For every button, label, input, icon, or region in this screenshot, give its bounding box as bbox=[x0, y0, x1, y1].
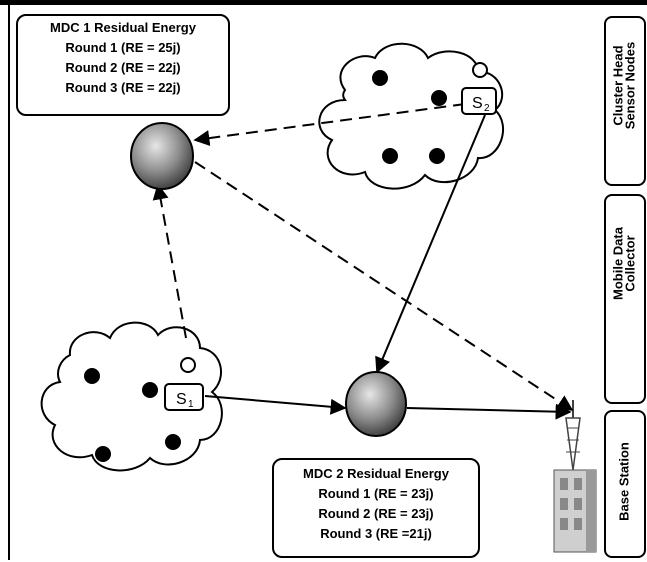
cluster-cloud-bottom bbox=[40, 321, 223, 472]
s1-subscript: 1 bbox=[188, 399, 194, 410]
mdc1-energy-box: MDC 1 Residual Energy Round 1 (RE = 25j)… bbox=[16, 14, 230, 116]
legend-mobile-collector-box: Mobile Data Collector bbox=[604, 194, 646, 404]
mdc2-title: MDC 2 Residual Energy bbox=[303, 466, 449, 481]
solid-mdc2-to-base bbox=[406, 403, 572, 420]
legend-base-station-box: Base Station bbox=[604, 410, 646, 558]
mdc2-energy-box: MDC 2 Residual Energy Round 1 (RE = 23j)… bbox=[272, 458, 480, 558]
legend-nodes-box: Cluster Head Sensor Nodes bbox=[604, 16, 646, 186]
cluster-cloud-top bbox=[318, 42, 504, 190]
cluster-head-node bbox=[180, 357, 196, 373]
solid-s1-to-mdc2 bbox=[204, 395, 347, 415]
legend-sensor-nodes-label: Sensor Nodes bbox=[622, 41, 638, 130]
sensor-node bbox=[429, 148, 445, 164]
mdc2-round-1: Round 1 (RE = 23j) bbox=[318, 486, 434, 501]
sensor-node bbox=[382, 148, 398, 164]
mdc1-collector bbox=[130, 122, 194, 190]
sensor-node bbox=[95, 446, 111, 462]
solid-s2-to-mdc2 bbox=[375, 114, 486, 374]
sensor-node bbox=[165, 434, 181, 450]
mdc1-title: MDC 1 Residual Energy bbox=[50, 20, 196, 35]
cluster-head-node bbox=[472, 62, 488, 78]
s2-label: S bbox=[472, 95, 483, 112]
mdc1-round-1: Round 1 (RE = 25j) bbox=[65, 40, 181, 55]
s2-subscript: 2 bbox=[484, 103, 490, 114]
base-station-icon bbox=[553, 400, 597, 553]
legend-mobile-collector-line2: Collector bbox=[622, 235, 638, 292]
mdc1-round-2: Round 2 (RE = 22j) bbox=[65, 60, 181, 75]
mdc2-round-3: Round 3 (RE =21j) bbox=[320, 526, 432, 541]
sensor-node bbox=[372, 70, 388, 86]
legend-base-station-label: Base Station bbox=[616, 442, 632, 521]
dashed-s1-to-mdc1 bbox=[152, 183, 187, 339]
s1-label: S bbox=[176, 391, 187, 408]
sensor-node bbox=[431, 90, 447, 106]
frame-top-border bbox=[0, 0, 647, 5]
mdc1-round-3: Round 3 (RE = 22j) bbox=[65, 80, 181, 95]
sensor-node bbox=[84, 368, 100, 384]
frame-left-border bbox=[8, 5, 10, 560]
mdc2-round-2: Round 2 (RE = 23j) bbox=[318, 506, 434, 521]
cloud-top-shape bbox=[318, 42, 504, 190]
cloud-bottom-shape bbox=[40, 321, 223, 472]
s1-node-box bbox=[164, 383, 204, 411]
s2-node-box bbox=[461, 87, 497, 115]
dashed-s2-to-mdc1 bbox=[193, 103, 466, 147]
sensor-node bbox=[142, 382, 158, 398]
mdc2-collector bbox=[345, 371, 407, 437]
